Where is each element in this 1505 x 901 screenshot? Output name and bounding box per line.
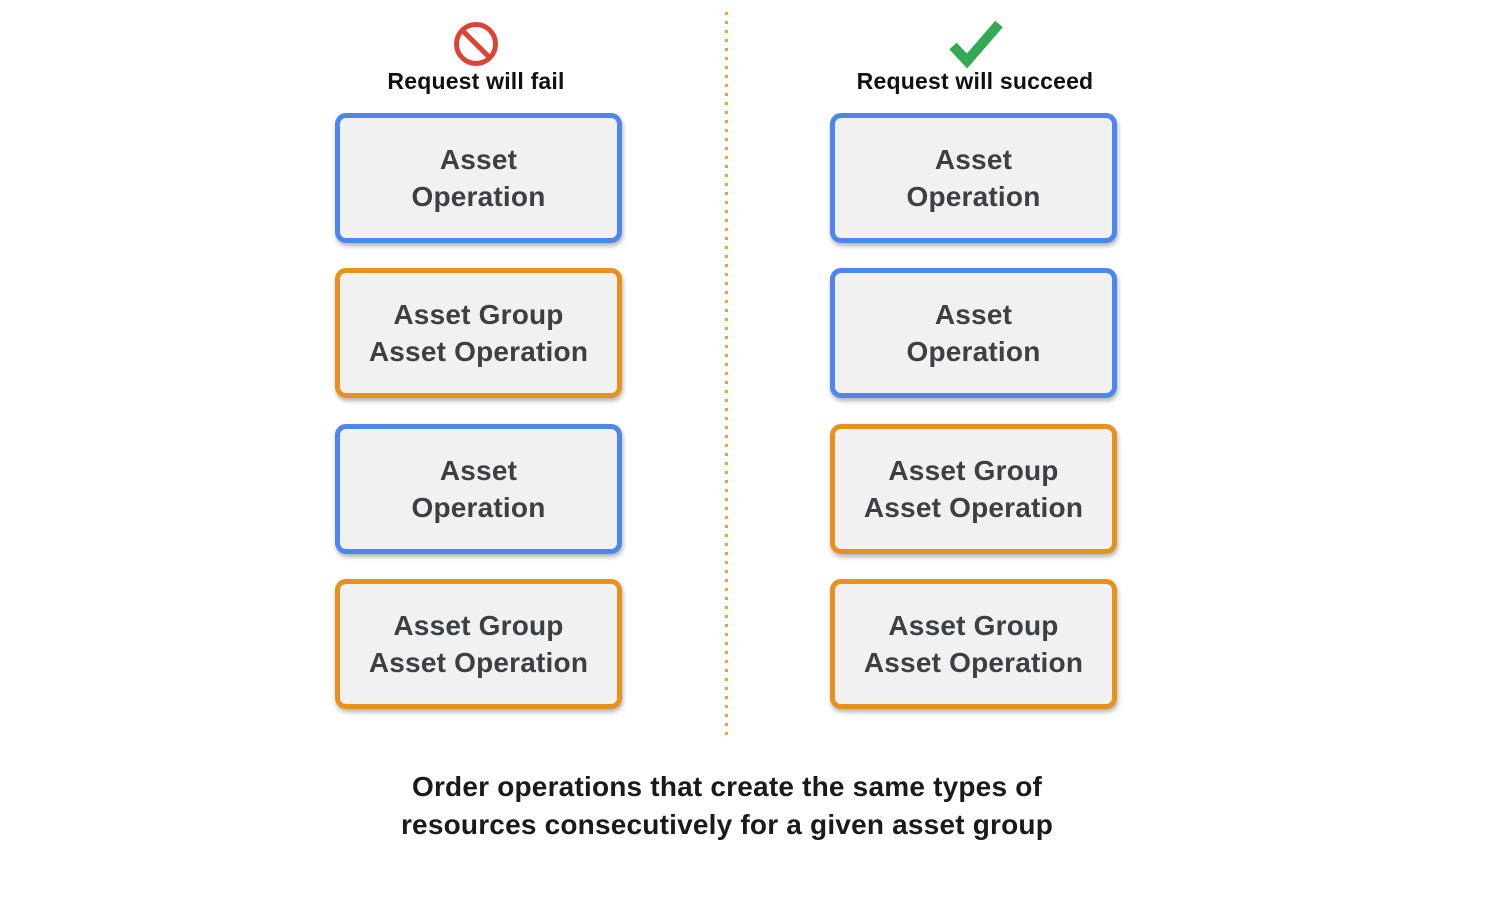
box-label-line1: Asset Group [888, 610, 1059, 641]
box-label-line1: Asset [439, 455, 518, 486]
diagram-caption: Order operations that create the same ty… [302, 768, 1152, 844]
fail-box-asset-operation-2: Asset Operation [335, 424, 622, 554]
box-label-line2: Operation [411, 492, 546, 523]
box-label-line2: Operation [906, 336, 1041, 367]
box-label-line1: Asset [934, 299, 1013, 330]
box-label-line2: Asset Operation [368, 336, 589, 367]
succeed-box-asset-operation-2: Asset Operation [830, 268, 1117, 398]
box-label-line1: Asset [439, 144, 518, 175]
succeed-box-asset-group-asset-operation-1: Asset Group Asset Operation [830, 424, 1117, 554]
fail-box-asset-group-asset-operation-2: Asset Group Asset Operation [335, 579, 622, 709]
box-label-line2: Asset Operation [863, 492, 1084, 523]
prohibition-icon [453, 21, 499, 67]
succeed-box-asset-operation-1: Asset Operation [830, 113, 1117, 243]
fail-box-asset-operation-1: Asset Operation [335, 113, 622, 243]
succeed-box-asset-group-asset-operation-2: Asset Group Asset Operation [830, 579, 1117, 709]
box-label-line2: Asset Operation [863, 647, 1084, 678]
box-label-line2: Operation [906, 181, 1041, 212]
caption-line2: resources consecutively for a given asse… [400, 809, 1054, 840]
box-label-line2: Asset Operation [368, 647, 589, 678]
box-label-line1: Asset Group [393, 299, 564, 330]
box-label-line1: Asset Group [888, 455, 1059, 486]
checkmark-icon [944, 18, 1004, 68]
fail-box-asset-group-asset-operation-1: Asset Group Asset Operation [335, 268, 622, 398]
column-header-succeed: Request will succeed [856, 68, 1094, 94]
column-header-fail: Request will fail [387, 68, 565, 94]
box-label-line1: Asset Group [393, 610, 564, 641]
caption-line1: Order operations that create the same ty… [411, 771, 1043, 802]
box-label-line2: Operation [411, 181, 546, 212]
dotted-divider [725, 12, 728, 736]
box-label-line1: Asset [934, 144, 1013, 175]
